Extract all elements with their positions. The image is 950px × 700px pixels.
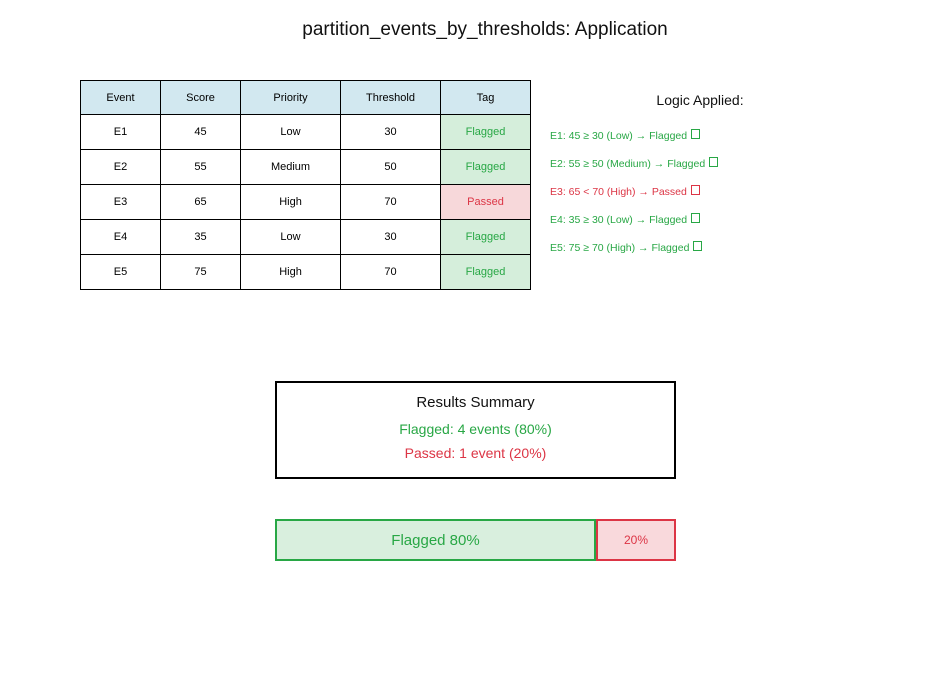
percentage-bar: Flagged 80% 20% xyxy=(275,519,676,561)
logic-line: E2: 55 ≥ 50 (Medium) → Flagged xyxy=(550,150,930,178)
cell-priority: Low xyxy=(240,114,341,150)
header-threshold: Threshold xyxy=(340,80,441,115)
tofu-missing-glyph-icon xyxy=(709,157,719,167)
results-summary-title: Results Summary xyxy=(416,394,535,411)
passed-bar-segment: 20% xyxy=(596,519,676,561)
cell-event: E5 xyxy=(80,254,161,290)
page-title: partition_events_by_thresholds: Applicat… xyxy=(302,19,668,40)
cell-priority: Medium xyxy=(240,149,341,185)
cell-priority: High xyxy=(240,184,341,220)
cell-tag: Flagged xyxy=(440,219,531,255)
cell-tag: Passed xyxy=(440,184,531,220)
table-row: E4 35 Low 30 Flagged xyxy=(80,219,531,255)
table-header-row: Event Score Priority Threshold Tag xyxy=(80,80,531,115)
cell-priority: Low xyxy=(240,219,341,255)
cell-score: 65 xyxy=(160,184,241,220)
tofu-missing-glyph-icon xyxy=(691,213,701,223)
logic-line-text: E1: 45 ≥ 30 (Low) → Flagged xyxy=(550,130,688,142)
logic-line: E5: 75 ≥ 70 (High) → Flagged xyxy=(550,234,930,262)
logic-line: E4: 35 ≥ 30 (Low) → Flagged xyxy=(550,206,930,234)
table-row: E3 65 High 70 Passed xyxy=(80,184,531,220)
cell-event: E2 xyxy=(80,149,161,185)
cell-tag: Flagged xyxy=(440,149,531,185)
events-table: Event Score Priority Threshold Tag E1 45… xyxy=(80,80,531,290)
results-summary-box: Results Summary Flagged: 4 events (80%) … xyxy=(275,381,676,479)
flagged-bar-segment: Flagged 80% xyxy=(275,519,596,561)
logic-applied-heading: Logic Applied: xyxy=(656,92,744,108)
cell-threshold: 70 xyxy=(340,254,441,290)
cell-priority: High xyxy=(240,254,341,290)
logic-applied-list: E1: 45 ≥ 30 (Low) → Flagged E2: 55 ≥ 50 … xyxy=(550,122,930,262)
header-event: Event xyxy=(80,80,161,115)
cell-score: 45 xyxy=(160,114,241,150)
cell-threshold: 70 xyxy=(340,184,441,220)
cell-tag: Flagged xyxy=(440,254,531,290)
logic-line: E1: 45 ≥ 30 (Low) → Flagged xyxy=(550,122,930,150)
cell-event: E4 xyxy=(80,219,161,255)
logic-line-text: E5: 75 ≥ 70 (High) → Flagged xyxy=(550,242,690,254)
table-row: E1 45 Low 30 Flagged xyxy=(80,114,531,150)
logic-line-text: E3: 65 < 70 (High) → Passed xyxy=(550,186,687,198)
cell-tag: Flagged xyxy=(440,114,531,150)
header-tag: Tag xyxy=(440,80,531,115)
cell-threshold: 50 xyxy=(340,149,441,185)
cell-score: 55 xyxy=(160,149,241,185)
table-row: E2 55 Medium 50 Flagged xyxy=(80,149,531,185)
cell-score: 75 xyxy=(160,254,241,290)
logic-line-text: E4: 35 ≥ 30 (Low) → Flagged xyxy=(550,214,688,226)
cell-event: E3 xyxy=(80,184,161,220)
cell-event: E1 xyxy=(80,114,161,150)
cell-score: 35 xyxy=(160,219,241,255)
summary-passed-line: Passed: 1 event (20%) xyxy=(404,445,547,461)
logic-line: E3: 65 < 70 (High) → Passed xyxy=(550,178,930,206)
cell-threshold: 30 xyxy=(340,114,441,150)
tofu-missing-glyph-icon xyxy=(690,185,700,195)
tofu-missing-glyph-icon xyxy=(691,129,701,139)
header-score: Score xyxy=(160,80,241,115)
tofu-missing-glyph-icon xyxy=(693,241,703,251)
summary-flagged-line: Flagged: 4 events (80%) xyxy=(399,421,552,437)
cell-threshold: 30 xyxy=(340,219,441,255)
logic-line-text: E2: 55 ≥ 50 (Medium) → Flagged xyxy=(550,158,706,170)
table-row: E5 75 High 70 Flagged xyxy=(80,254,531,290)
header-priority: Priority xyxy=(240,80,341,115)
